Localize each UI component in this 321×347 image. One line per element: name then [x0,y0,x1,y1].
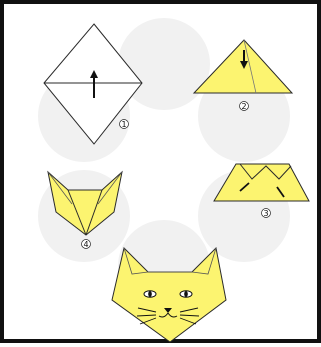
watermark-center [124,127,204,207]
step-2-number: 2 [241,102,246,111]
step-3-number: 3 [263,209,268,218]
origami-cat-diagram: 1 2 3 4 [4,4,321,347]
step-4-number: 4 [83,240,88,249]
step-1-number: 1 [121,120,126,129]
